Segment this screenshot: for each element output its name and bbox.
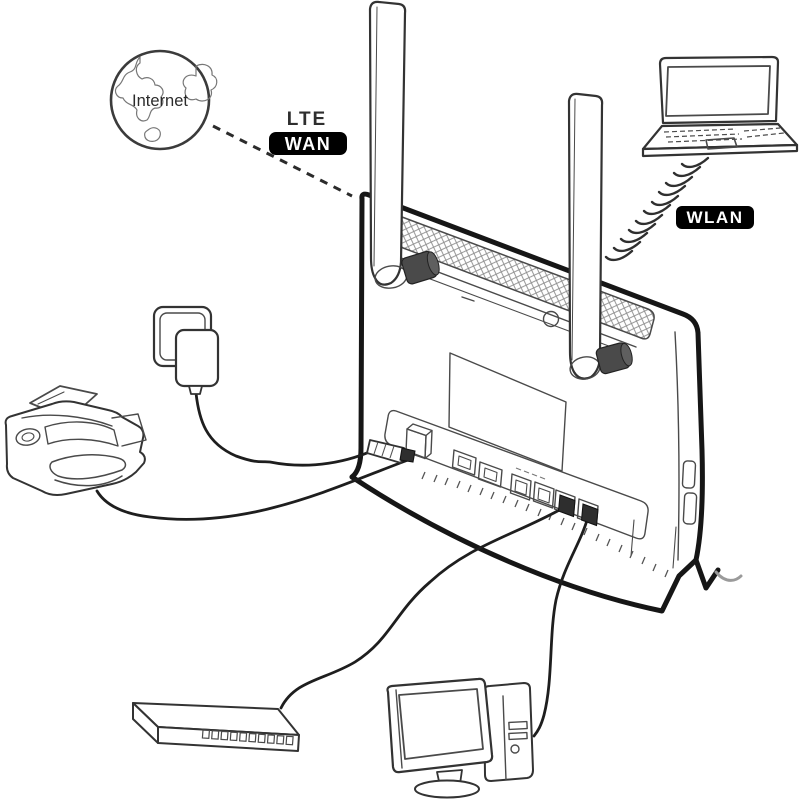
printer-output-paper (49, 454, 127, 480)
router-antenna-left (368, 0, 440, 289)
desktop-tower (483, 682, 534, 782)
router-phone-port-2 (477, 461, 503, 488)
desktop-ethernet-cable (532, 515, 590, 738)
internet-globe-icon: Internet (109, 49, 218, 151)
power-plug (366, 439, 416, 464)
router-outline (349, 191, 743, 614)
power-outlet (152, 305, 220, 395)
wlan-badge-label: WLAN (687, 208, 744, 227)
lan-plug-4 (580, 503, 599, 527)
lte-wan-label: LTE WAN (269, 109, 347, 155)
power-adapter (174, 328, 220, 395)
wan-badge-label: WAN (285, 134, 332, 154)
printer-knob (15, 428, 41, 446)
router-antenna-right (567, 92, 633, 380)
internet-label: Internet (132, 92, 188, 110)
wan-badge (269, 132, 347, 155)
router-ports-strip (384, 409, 677, 569)
monitor-base (414, 779, 480, 799)
switch-ethernet-cable (279, 506, 565, 710)
printer-usb-cable (95, 458, 410, 521)
lte-label: LTE (287, 109, 327, 130)
router-side-buttons (681, 460, 698, 525)
desktop-monitor (386, 677, 494, 799)
printer (4, 385, 147, 496)
router-power-port (405, 423, 433, 460)
ethernet-switch (132, 702, 300, 752)
lte-router (349, 0, 743, 614)
lan-plug-3 (557, 494, 576, 518)
router-label-sticker (448, 352, 567, 472)
wlan-badge (676, 206, 754, 229)
laptop (641, 55, 799, 158)
laptop-keyboard (663, 127, 785, 143)
wan-dashed-link (212, 124, 353, 198)
wlan-label: WLAN (676, 206, 754, 229)
router-phone-port-1 (451, 449, 477, 476)
router-bottom-hatch (421, 471, 669, 578)
power-cable (194, 391, 380, 467)
laptop-touchpad (705, 137, 738, 150)
desktop-computer (386, 677, 534, 799)
switch-ports (201, 729, 294, 746)
router-screw-hole (542, 310, 560, 328)
